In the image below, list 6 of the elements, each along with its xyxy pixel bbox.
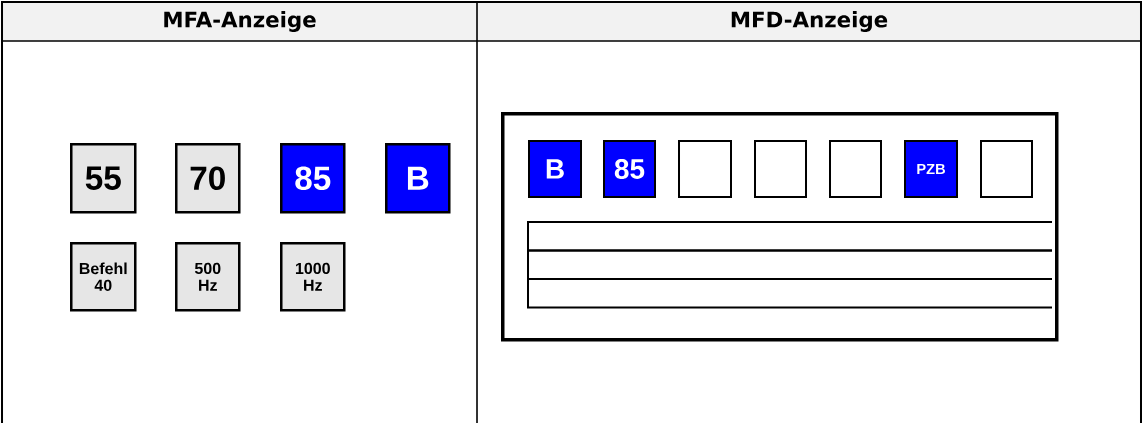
empty-box bbox=[980, 140, 1033, 198]
header-cell: MFD-Anzeige bbox=[477, 2, 1141, 41]
empty-box bbox=[678, 140, 732, 198]
empty-box bbox=[754, 140, 807, 198]
header-cell: MFA-Anzeige bbox=[2, 2, 477, 41]
empty-box bbox=[829, 140, 882, 198]
